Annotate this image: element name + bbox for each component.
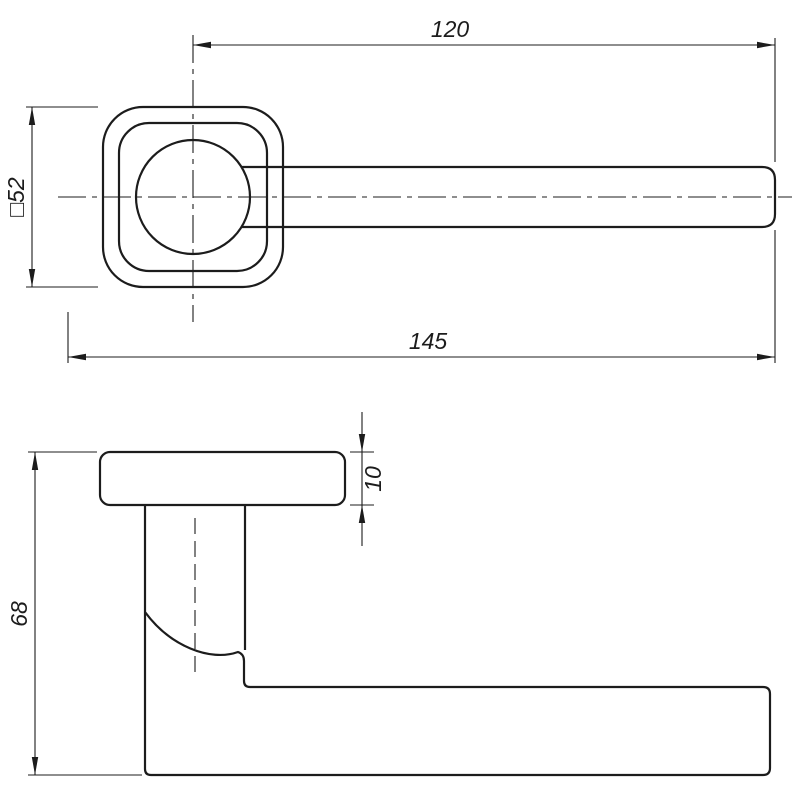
top-view-object xyxy=(101,105,777,289)
side-view-arrows xyxy=(31,434,366,775)
dim-120-arrow-left xyxy=(193,41,211,49)
rose-outer-square xyxy=(101,105,285,289)
rose-inner-square xyxy=(117,121,269,273)
neck-circle xyxy=(134,138,252,256)
side-view-thin-lines xyxy=(28,412,374,776)
dim-145-label: 145 xyxy=(409,328,448,354)
dim-145-arrow-left xyxy=(68,353,86,361)
dim-68-arrow-top xyxy=(31,452,39,470)
rose-plate-side xyxy=(98,450,347,507)
dim-52-arrow-bottom xyxy=(28,269,36,287)
top-view-arrows xyxy=(28,41,775,361)
top-view-thin-lines xyxy=(26,35,792,363)
dim-52-arrow-top xyxy=(28,107,36,125)
dim-10-arrow-bottom xyxy=(358,505,366,523)
stem-lever-outline xyxy=(143,505,772,777)
dim-145-arrow-right xyxy=(757,353,775,361)
side-view-object xyxy=(98,450,772,777)
lever-bar-top-view xyxy=(241,165,777,229)
dim-120-label: 120 xyxy=(431,16,470,42)
dim-68-arrow-bottom xyxy=(31,757,39,775)
side-view: 68 10 xyxy=(6,412,772,777)
dim-52-label: □52 xyxy=(3,177,29,217)
dim-10-arrow-top xyxy=(358,434,366,452)
top-view: 120 145 □52 xyxy=(3,16,792,363)
dim-120-arrow-right xyxy=(757,41,775,49)
dim-10-label: 10 xyxy=(360,466,386,492)
dim-68-label: 68 xyxy=(6,601,32,627)
